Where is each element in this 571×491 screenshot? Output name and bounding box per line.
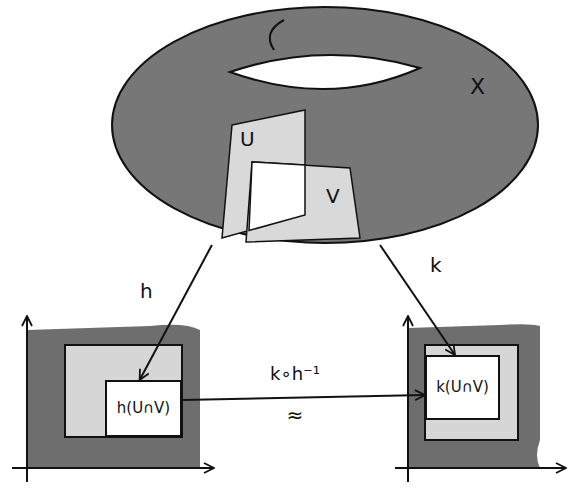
patch-u [222, 110, 305, 238]
set-label: h(U∩V) [117, 400, 170, 417]
set-label: k(U∩V) [436, 379, 489, 396]
transition-map-label: k∘h⁻¹ [270, 364, 320, 384]
torus-hole [230, 55, 420, 89]
space-label: U [240, 128, 255, 150]
chart-region [27, 325, 200, 468]
torus-body [112, 7, 538, 243]
torus-hole-edge [270, 20, 284, 50]
torus-space: X U V [110, 5, 540, 245]
y-axis [26, 316, 28, 482]
map-arrow [182, 395, 425, 400]
patch-outline [246, 160, 362, 243]
y-axis [407, 316, 409, 482]
image-box: h(U∩V) [105, 380, 182, 437]
x-axis [12, 467, 214, 469]
space-label: V [326, 185, 340, 207]
x-axis [395, 467, 566, 469]
map-label: h [140, 280, 153, 302]
map-arrow [140, 245, 212, 380]
overlap-region [249, 162, 305, 231]
homeomorphism-symbol: ≈ [287, 404, 304, 426]
chart-domain: V [246, 160, 362, 243]
map-label: k [430, 254, 442, 276]
image-box: k(U∩V) [425, 355, 500, 420]
patch-v [246, 162, 360, 242]
chart-image-region [425, 345, 518, 440]
chart-image-region [65, 345, 182, 437]
chart-region [408, 324, 540, 468]
space-label: X [470, 75, 485, 99]
map-arrow [380, 245, 455, 355]
